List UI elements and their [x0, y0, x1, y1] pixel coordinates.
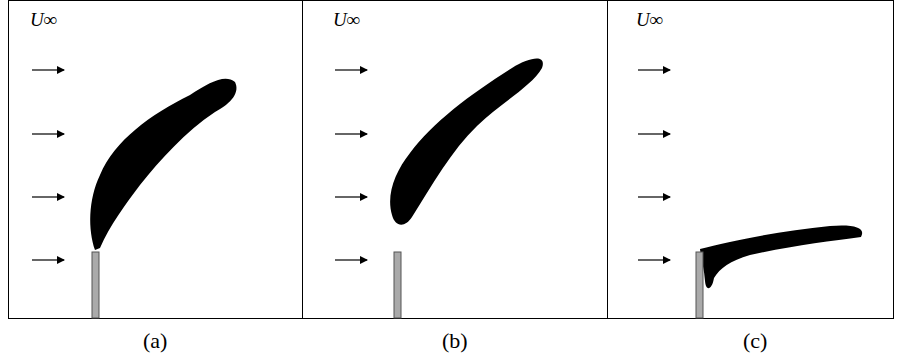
panel-frame [9, 1, 894, 319]
velocity-label: U∞ [333, 10, 360, 29]
plume [700, 225, 862, 288]
flow-arrows [32, 70, 670, 260]
stack [92, 252, 703, 318]
panel-divider [607, 0, 608, 318]
plume [90, 79, 236, 250]
panel-divider [302, 0, 303, 318]
velocity-label: U∞ [636, 10, 663, 29]
panel-caption: (b) [442, 330, 468, 352]
velocity-label: U∞ [30, 10, 57, 29]
panel-caption: (c) [743, 330, 767, 352]
plume [390, 59, 543, 225]
panel-caption: (a) [143, 330, 167, 352]
